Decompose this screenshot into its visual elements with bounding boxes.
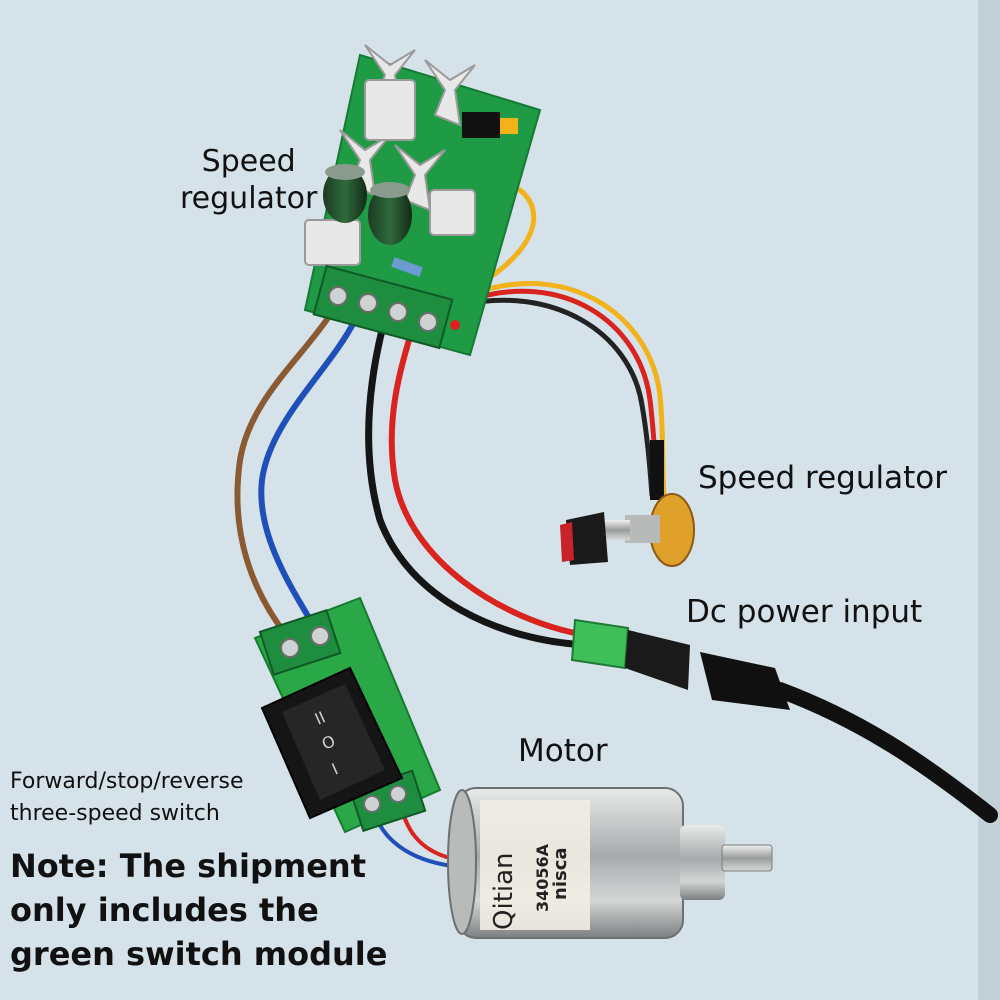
switch-label-line: Forward/stop/reverse — [10, 769, 244, 794]
speed-regulator-board-label: Speed regulator — [180, 143, 317, 217]
dc-jack — [570, 618, 790, 710]
motor — [447, 787, 773, 939]
motor-model-text: 34056A — [533, 843, 552, 912]
potentiometer — [560, 440, 695, 567]
brown-wire — [234, 312, 333, 643]
speed-regulator-board-label-line: Speed — [201, 144, 296, 179]
black-wire — [365, 326, 589, 649]
shipment-note: Note: The shipment only includes the gre… — [10, 844, 387, 976]
dc-cable — [772, 682, 998, 823]
switch-module: II O I — [253, 596, 442, 834]
shipment-note-line: green switch module — [10, 935, 388, 973]
pot-wire-red — [467, 288, 661, 498]
motor-label: Motor — [518, 733, 608, 769]
switch-label: Forward/stop/reverse three-speed switch — [10, 766, 244, 830]
switch-label-line: three-speed switch — [10, 801, 220, 826]
motor-make-text: nisca — [550, 847, 571, 900]
shipment-note-line: Note: The shipment — [10, 847, 366, 885]
blue-wire — [258, 317, 358, 643]
pot-wire-black — [459, 297, 655, 498]
red-wire — [388, 327, 588, 638]
motor-brand-text: Qitian — [489, 852, 519, 930]
speed-regulator-board-label-line: regulator — [180, 181, 318, 216]
dc-power-input-label: Dc power input — [686, 594, 923, 630]
speed-regulator-knob-label: Speed regulator — [698, 460, 947, 496]
shipment-note-line: only includes the — [10, 891, 319, 929]
speed-regulator-board — [303, 44, 542, 357]
